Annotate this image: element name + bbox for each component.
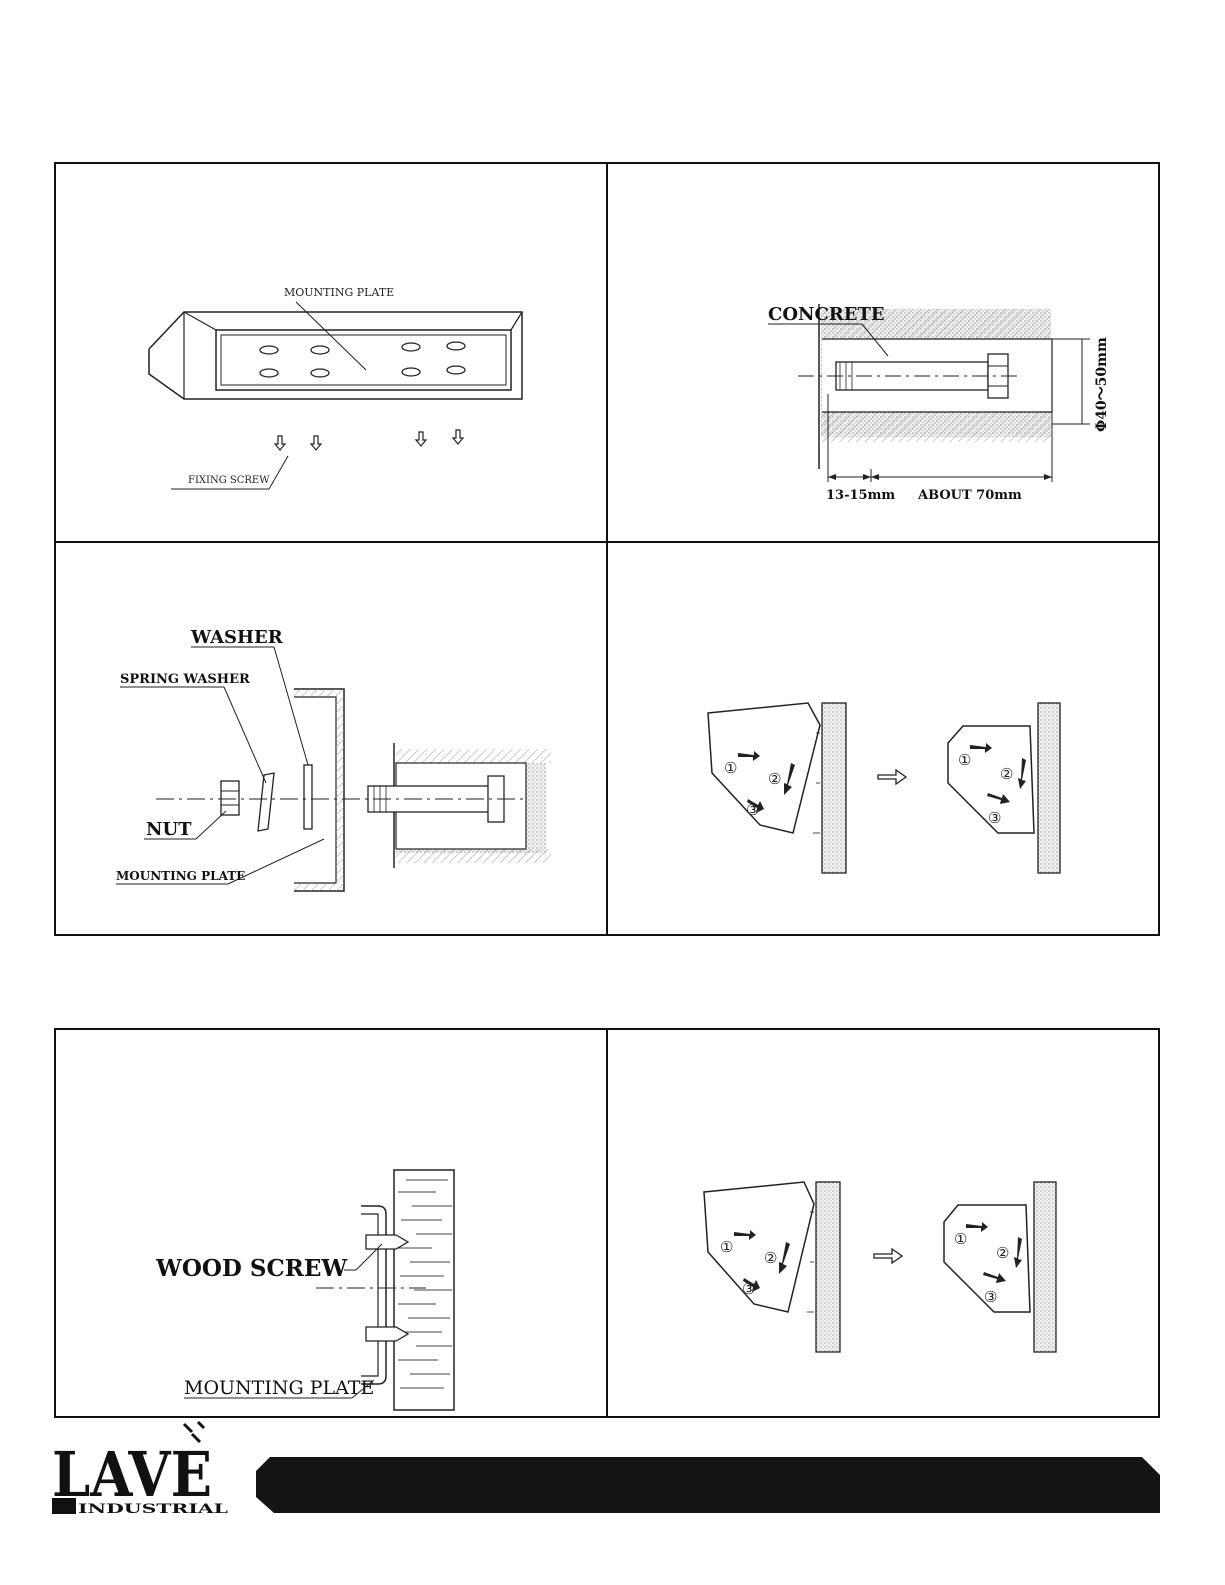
step-3-right: ③ <box>988 809 1001 827</box>
step-3-left-2: ③ <box>742 1280 755 1298</box>
label-mounting-plate-3: MOUNTING PLATE <box>116 869 245 883</box>
brand-logo: LAVE INDUSTRIAL <box>52 1420 242 1516</box>
label-washer: WASHER <box>190 627 284 648</box>
step-1-left-2: ① <box>720 1238 733 1256</box>
step-3-right-2: ③ <box>984 1288 997 1306</box>
step-2-right: ② <box>1000 765 1013 783</box>
panel-concrete-anchor: CONCRETE Φ40～50mm 13-15mm ABOUT 70mm <box>608 164 1158 542</box>
wood-screw-diagram: WOOD SCREW MOUNTING PLATE <box>56 1030 607 1416</box>
label-gap: 13-15mm <box>826 488 895 503</box>
logo-sub-text: INDUSTRIAL <box>78 1502 228 1516</box>
label-wood-screw: WOOD SCREW <box>155 1255 348 1282</box>
arrow-right-icon-2 <box>874 1249 902 1263</box>
label-mounting-plate-5: MOUNTING PLATE <box>184 1377 374 1399</box>
footer-bar <box>256 1457 1160 1513</box>
step-2-left: ② <box>768 770 781 788</box>
concrete-anchor-diagram: CONCRETE Φ40～50mm 13-15mm ABOUT 70mm <box>608 164 1158 542</box>
label-diameter: Φ40～50mm <box>1094 337 1110 432</box>
arrow-right-icon <box>878 770 906 784</box>
label-fixing-screw: FIXING SCREW <box>188 475 270 486</box>
hanging-steps-diagram: ① ② ③ ① ② ③ <box>608 543 1158 934</box>
label-depth: ABOUT 70mm <box>917 488 1022 503</box>
unit-mounting-diagram: MOUNTING PLATE FIXING SCREW <box>56 164 607 542</box>
hanging-steps-diagram-2: ① ② ③ ① ② ③ <box>608 1030 1158 1416</box>
step-2-right-2: ② <box>996 1244 1009 1262</box>
label-concrete: CONCRETE <box>768 304 885 325</box>
logo-graphic: LAVE INDUSTRIAL <box>52 1420 242 1516</box>
installation-grid-top: MOUNTING PLATE FIXING SCREW <box>54 162 1160 936</box>
step-3-left: ③ <box>746 801 759 819</box>
screw-arrow-icons <box>275 430 463 450</box>
step-1-right-2: ① <box>954 1230 967 1248</box>
installation-grid-bottom: WOOD SCREW MOUNTING PLATE ① ② ③ <box>54 1028 1160 1418</box>
label-nut: NUT <box>146 819 192 840</box>
step-1-right: ① <box>958 751 971 769</box>
panel-washer-nut: WASHER SPRING WASHER NUT MOUNTING PLATE <box>56 543 607 934</box>
panel-hanging-steps-2: ① ② ③ ① ② ③ <box>608 1030 1158 1416</box>
panel-wood-screw: WOOD SCREW MOUNTING PLATE <box>56 1030 607 1416</box>
washer-nut-diagram: WASHER SPRING WASHER NUT MOUNTING PLATE <box>56 543 607 934</box>
label-spring-washer: SPRING WASHER <box>120 672 250 687</box>
panel-hanging-steps: ① ② ③ ① ② ③ <box>608 543 1158 934</box>
label-mounting-plate: MOUNTING PLATE <box>284 286 394 299</box>
panel-mounting-plate: MOUNTING PLATE FIXING SCREW <box>56 164 607 542</box>
step-2-left-2: ② <box>764 1249 777 1267</box>
step-1-left: ① <box>724 759 737 777</box>
